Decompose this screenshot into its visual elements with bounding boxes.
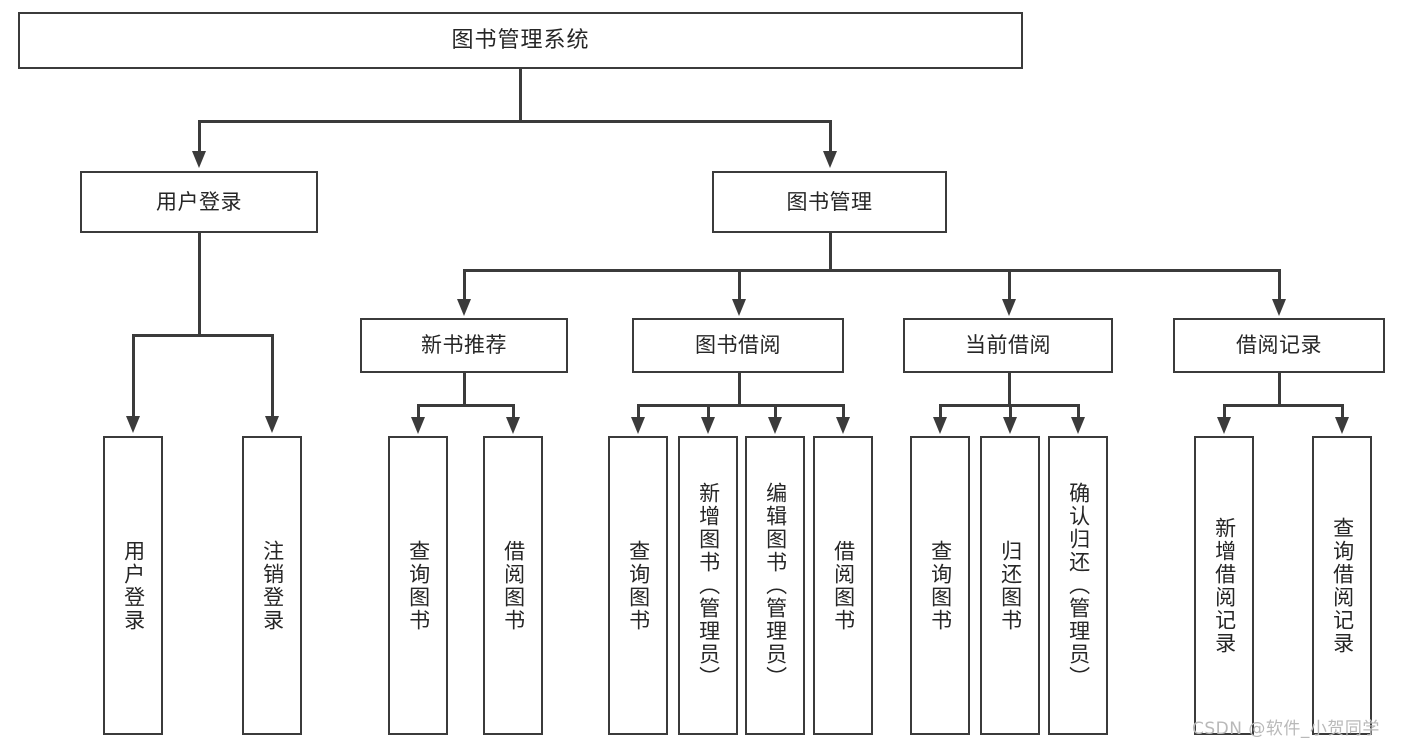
arrowhead-to-user-login bbox=[192, 151, 206, 168]
connector-current-borrow-to-leaf-2 bbox=[1009, 404, 1012, 419]
leaf-add-borrow-record[interactable]: 新增借阅记录 bbox=[1194, 436, 1254, 735]
connector-root-to-user-login bbox=[198, 120, 201, 153]
arrowhead-new-book-leaf-1 bbox=[411, 417, 425, 434]
arrowhead-l3-4 bbox=[1272, 299, 1286, 316]
node-label: 用户登录 bbox=[121, 539, 146, 632]
connector-user-login-to-leaf-2 bbox=[271, 334, 274, 418]
node-current-borrow[interactable]: 当前借阅 bbox=[903, 318, 1113, 373]
node-label: 查询借阅记录 bbox=[1330, 516, 1355, 655]
leaf-query-book-current[interactable]: 查询图书 bbox=[910, 436, 970, 735]
arrowhead-current-borrow-leaf-2 bbox=[1003, 417, 1017, 434]
connector-new-book-to-leaf-1 bbox=[417, 404, 420, 419]
node-label: 图书管理 bbox=[786, 189, 873, 214]
connector-root-stem bbox=[519, 69, 522, 121]
arrowhead-to-book-mgmt bbox=[823, 151, 837, 168]
arrowhead-current-borrow-leaf-1 bbox=[933, 417, 947, 434]
leaf-borrow-book-recommend[interactable]: 借阅图书 bbox=[483, 436, 543, 735]
connector-book-mgmt-to-l3-4 bbox=[1278, 269, 1281, 301]
connector-book-mgmt-to-l3-1 bbox=[463, 269, 466, 301]
node-label: 查询图书 bbox=[406, 539, 431, 632]
connector-new-book-bus bbox=[417, 404, 514, 407]
node-label: 归还图书 bbox=[998, 539, 1023, 632]
node-label: 编辑图书（管理员） bbox=[763, 482, 788, 689]
connector-root-to-book-mgmt bbox=[829, 120, 832, 153]
arrowhead-new-book-leaf-2 bbox=[506, 417, 520, 434]
connector-current-borrow-to-leaf-3 bbox=[1077, 404, 1080, 419]
connector-current-borrow-bus bbox=[939, 404, 1078, 407]
connector-book-mgmt-bus bbox=[463, 269, 1281, 272]
node-label: 新增图书（管理员） bbox=[696, 482, 721, 689]
connector-user-login-to-leaf-1 bbox=[132, 334, 135, 418]
node-label: 图书管理系统 bbox=[451, 27, 590, 53]
node-book-management[interactable]: 图书管理 bbox=[712, 171, 947, 233]
connector-book-mgmt-stem bbox=[829, 233, 832, 271]
connector-borrow-record-to-leaf-2 bbox=[1341, 404, 1344, 419]
connector-user-login-stem bbox=[198, 233, 201, 335]
node-new-book-recommend[interactable]: 新书推荐 bbox=[360, 318, 568, 373]
node-book-borrow[interactable]: 图书借阅 bbox=[632, 318, 844, 373]
leaf-user-login[interactable]: 用户登录 bbox=[103, 436, 163, 735]
arrowhead-current-borrow-leaf-3 bbox=[1071, 417, 1085, 434]
node-label: 用户登录 bbox=[156, 189, 242, 214]
arrowhead-user-login-leaf-2 bbox=[265, 416, 279, 433]
leaf-return-book[interactable]: 归还图书 bbox=[980, 436, 1040, 735]
arrowhead-user-login-leaf-1 bbox=[126, 416, 140, 433]
leaf-query-borrow-record[interactable]: 查询借阅记录 bbox=[1312, 436, 1372, 735]
arrowhead-borrow-record-leaf-1 bbox=[1217, 417, 1231, 434]
node-label: 新增借阅记录 bbox=[1212, 516, 1237, 655]
arrowhead-book-borrow-leaf-2 bbox=[701, 417, 715, 434]
leaf-query-book-borrow[interactable]: 查询图书 bbox=[608, 436, 668, 735]
node-user-login[interactable]: 用户登录 bbox=[80, 171, 318, 233]
connector-book-borrow-stem bbox=[738, 373, 741, 406]
node-label: 借阅图书 bbox=[501, 539, 526, 632]
node-borrow-record[interactable]: 借阅记录 bbox=[1173, 318, 1385, 373]
node-label: 查询图书 bbox=[626, 539, 651, 632]
node-label: 新书推荐 bbox=[421, 333, 507, 358]
connector-borrow-record-stem bbox=[1278, 373, 1281, 406]
arrowhead-l3-2 bbox=[732, 299, 746, 316]
arrowhead-book-borrow-leaf-4 bbox=[836, 417, 850, 434]
connector-root-bus bbox=[198, 120, 831, 123]
arrowhead-book-borrow-leaf-3 bbox=[768, 417, 782, 434]
arrowhead-l3-1 bbox=[457, 299, 471, 316]
node-root-system[interactable]: 图书管理系统 bbox=[18, 12, 1023, 69]
connector-book-borrow-bus bbox=[637, 404, 844, 407]
connector-new-book-stem bbox=[463, 373, 466, 406]
node-label: 借阅图书 bbox=[831, 539, 856, 632]
connector-book-borrow-to-leaf-4 bbox=[842, 404, 845, 419]
connector-book-borrow-to-leaf-1 bbox=[637, 404, 640, 419]
node-label: 当前借阅 bbox=[965, 333, 1051, 358]
connector-current-borrow-to-leaf-1 bbox=[939, 404, 942, 419]
connector-borrow-record-to-leaf-1 bbox=[1223, 404, 1226, 419]
node-label: 借阅记录 bbox=[1236, 333, 1322, 358]
connector-book-mgmt-to-l3-3 bbox=[1008, 269, 1011, 301]
leaf-confirm-return-admin[interactable]: 确认归还（管理员） bbox=[1048, 436, 1108, 735]
arrowhead-book-borrow-leaf-1 bbox=[631, 417, 645, 434]
node-label: 确认归还（管理员） bbox=[1066, 482, 1091, 689]
arrowhead-borrow-record-leaf-2 bbox=[1335, 417, 1349, 434]
node-label: 注销登录 bbox=[260, 539, 285, 632]
connector-book-mgmt-to-l3-2 bbox=[738, 269, 741, 301]
leaf-edit-book-admin[interactable]: 编辑图书（管理员） bbox=[745, 436, 805, 735]
connector-book-borrow-to-leaf-2 bbox=[707, 404, 710, 419]
connector-current-borrow-stem bbox=[1008, 373, 1011, 406]
leaf-borrow-book[interactable]: 借阅图书 bbox=[813, 436, 873, 735]
connector-user-login-bus bbox=[132, 334, 271, 337]
connector-new-book-to-leaf-2 bbox=[512, 404, 515, 419]
leaf-logout[interactable]: 注销登录 bbox=[242, 436, 302, 735]
connector-borrow-record-bus bbox=[1223, 404, 1342, 407]
csdn-watermark: CSDN @软件_小贺同学 bbox=[1192, 719, 1380, 739]
leaf-add-book-admin[interactable]: 新增图书（管理员） bbox=[678, 436, 738, 735]
arrowhead-l3-3 bbox=[1002, 299, 1016, 316]
node-label: 图书借阅 bbox=[695, 333, 781, 358]
leaf-query-book-recommend[interactable]: 查询图书 bbox=[388, 436, 448, 735]
connector-book-borrow-to-leaf-3 bbox=[774, 404, 777, 419]
node-label: 查询图书 bbox=[928, 539, 953, 632]
